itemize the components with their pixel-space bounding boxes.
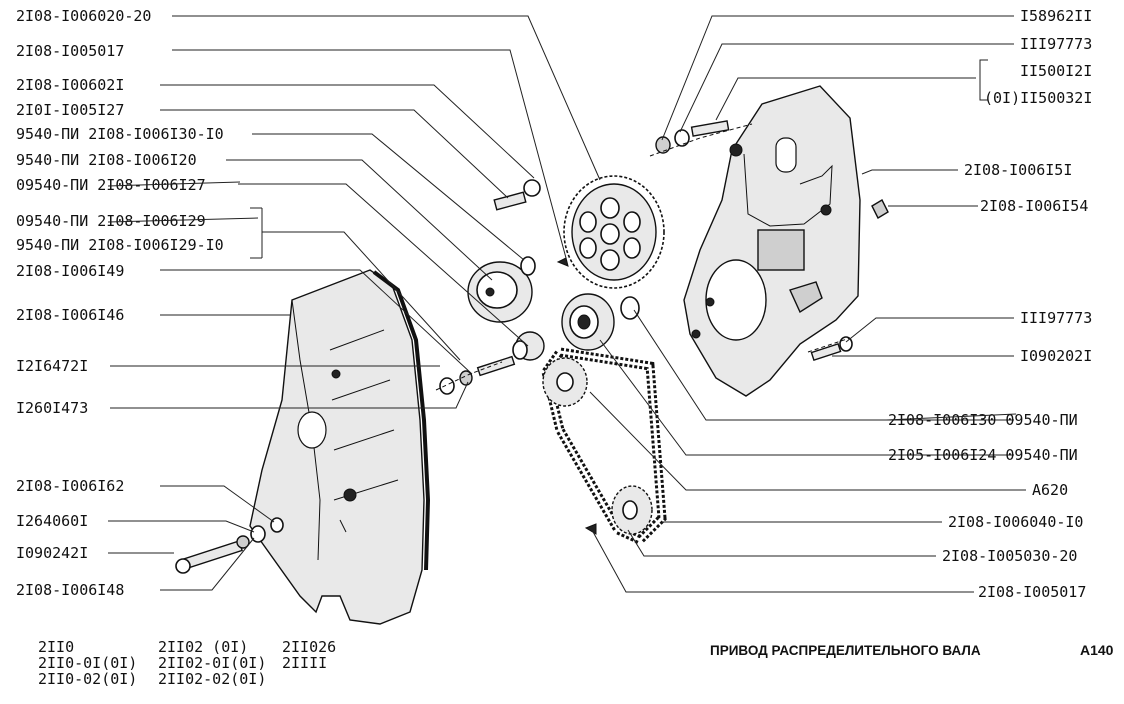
label-2108-1005030-20: 2I08-I005030-20 [942, 547, 1077, 565]
model-21102-02: 2II02-02(0I) [158, 670, 266, 688]
label-2108-1006148: 2I08-I006I48 [16, 581, 124, 599]
model-2110-02: 2II0-02(0I) [38, 670, 137, 688]
model-211026: 2II026 [282, 638, 336, 656]
label-2108-1006130-10: 9540-ПИ 2I08-I006I30-I0 [16, 125, 224, 143]
label-2108-1006127: 09540-ПИ 2I08-I006I27 [16, 176, 206, 194]
camshaft-sprocket [556, 175, 665, 289]
model-21102-01: 2II02-0I(0I) [158, 654, 266, 672]
label-2108-1006021: 2I08-I00602I [16, 76, 124, 94]
cover-bolt-assembly [175, 517, 284, 574]
model-2110-01: 2II0-0I(0I) [38, 654, 137, 672]
label-15896211: I58962II [1020, 7, 1092, 25]
model-2110: 2II0 [38, 638, 74, 656]
label-12601473: I260I473 [16, 399, 88, 417]
label-2101-1005127: 2I0I-I005I27 [16, 101, 124, 119]
model-21111: 2IIII [282, 654, 327, 672]
label-11197773-bottom: III97773 [1020, 309, 1092, 327]
label-2108-1005017-top: 2I08-I005017 [16, 42, 124, 60]
timing-belt [541, 347, 667, 546]
idler-pulley [561, 293, 640, 351]
label-a620: A620 [1032, 481, 1068, 499]
front-belt-cover [249, 269, 431, 625]
footer-models: 2II0 2II0-0I(0I) 2II0-02(0I) 2II02 (0I) … [38, 638, 336, 688]
label-2108-1006130: 2I08-I006I30 09540-ПИ [888, 411, 1078, 429]
label-2108-1006162: 2I08-I006I62 [16, 477, 124, 495]
left-labels: 2I08-I006020-20 2I08-I005017 2I08-I00602… [16, 7, 259, 599]
label-10902021: I090202I [1020, 347, 1092, 365]
tensioner-pulley [467, 179, 541, 323]
label-2108-1006154: 2I08-I006I54 [980, 197, 1088, 215]
model-21102: 2II02 (0I) [158, 638, 248, 656]
rear-cover-fasteners [435, 120, 889, 391]
label-10902421: I090242I [16, 544, 88, 562]
leader-lines [108, 15, 1026, 593]
label-2108-1006120: 9540-ПИ 2I08-I006I20 [16, 151, 197, 169]
tensioner-stud [439, 355, 516, 395]
label-2108-1006149: 2I08-I006I49 [16, 262, 124, 280]
label-12640601: I264060I [16, 512, 88, 530]
label-11500121: II500I2I [1020, 62, 1092, 80]
label-2108-1005017-bottom: 2I08-I005017 [978, 583, 1086, 601]
page-title: ПРИВОД РАСПРЕДЕЛИТЕЛЬНОГО ВАЛА [710, 643, 981, 658]
rear-belt-cover [683, 85, 861, 397]
label-11197773-top: III97773 [1020, 35, 1092, 53]
right-labels: I58962II III97773 II500I2I (0I)II50032I … [885, 7, 1092, 601]
label-2108-1006129: 09540-ПИ 2I08-I006I29 [16, 212, 206, 230]
label-2108-1006146: 2I08-I006I46 [16, 306, 124, 324]
label-2108-1006020-20: 2I08-I006020-20 [16, 7, 151, 25]
pulley-spacer [512, 331, 545, 361]
page-code: A140 [1080, 642, 1114, 658]
label-01-11500321: (0I)II50032I [984, 89, 1092, 107]
label-2105-1006124: 2I05-I006I24 09540-ПИ [888, 446, 1078, 464]
label-12164721: I2I6472I [16, 357, 88, 375]
label-2108-1006040-10: 2I08-I006040-I0 [948, 513, 1083, 531]
crankshaft-sprocket [542, 357, 653, 535]
label-2108-1006151: 2I08-I006I5I [964, 161, 1072, 179]
label-2108-1006129-10: 9540-ПИ 2I08-I006I29-I0 [16, 236, 224, 254]
